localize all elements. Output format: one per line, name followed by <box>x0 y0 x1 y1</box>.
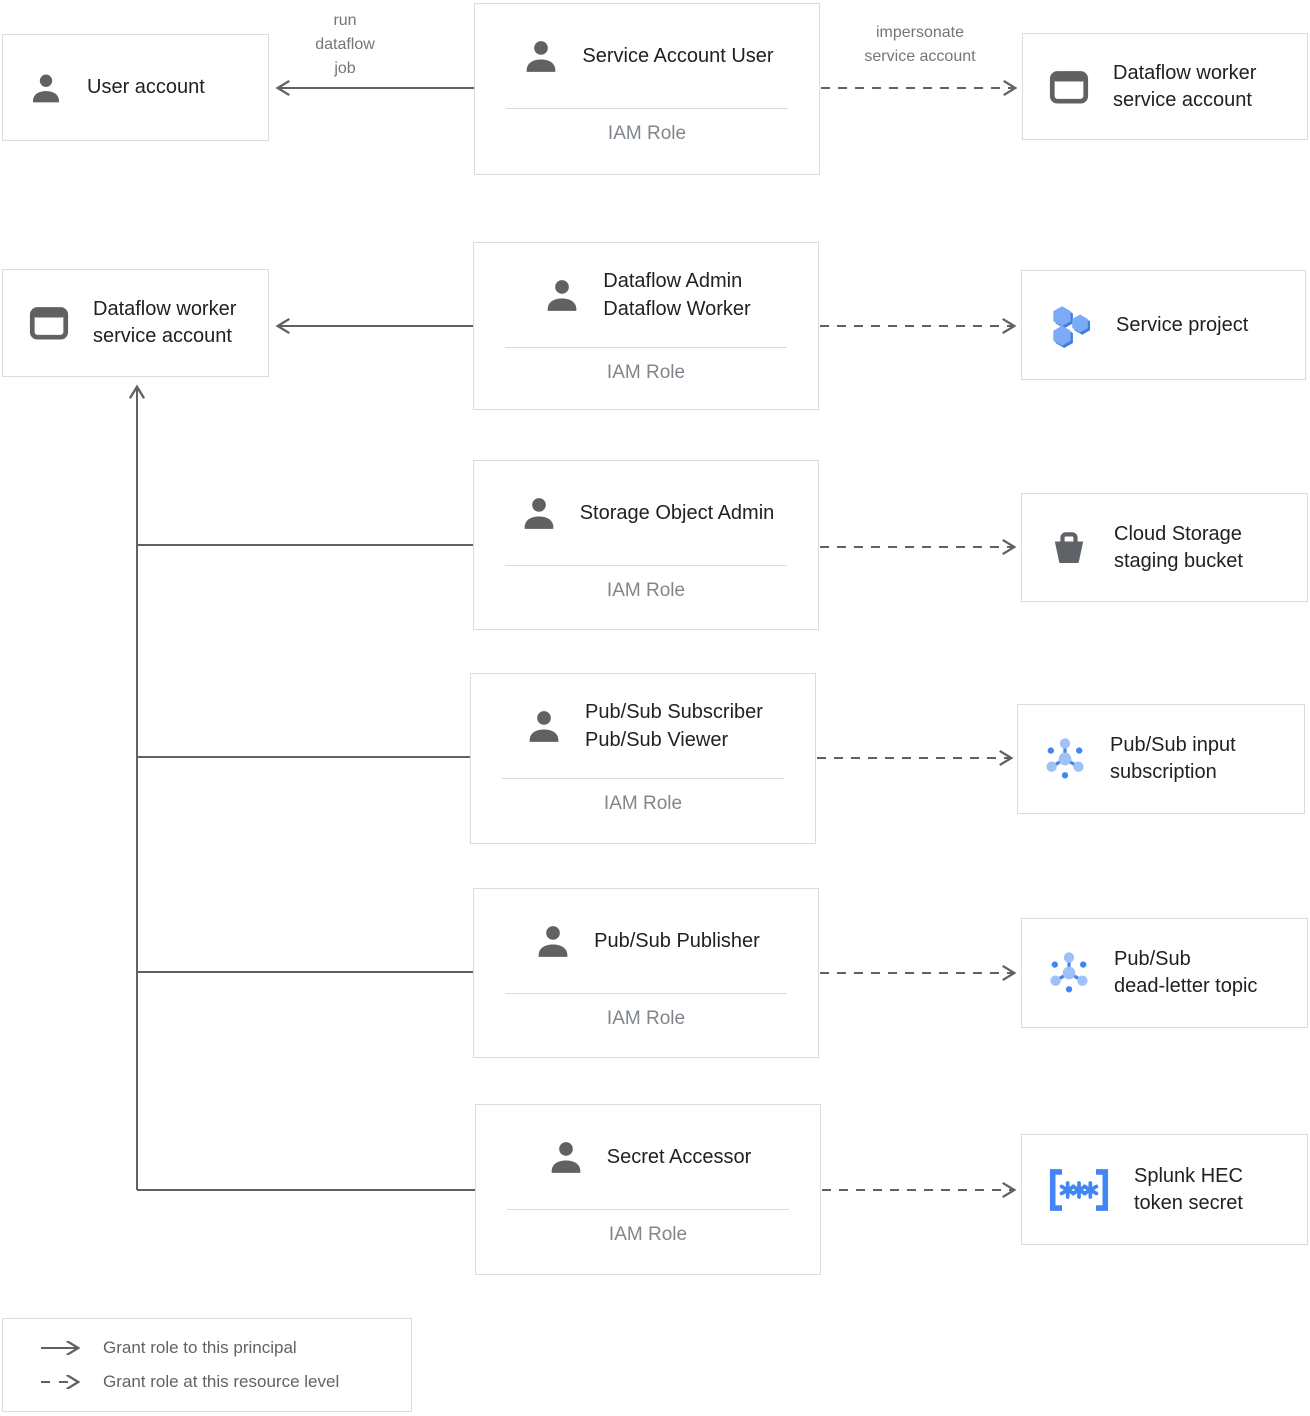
role-title: Service Account User <box>582 45 774 67</box>
person-icon <box>27 69 65 107</box>
role-title: Pub/Sub Subscriber Pub/Sub Viewer <box>585 701 763 751</box>
person-icon <box>532 920 574 962</box>
person-icon <box>541 274 583 316</box>
role-secret-accessor: Secret Accessor IAM Role <box>475 1104 821 1275</box>
node-title: Dataflow worker service account <box>1113 61 1257 111</box>
pubsub-icon <box>1046 950 1092 996</box>
storage-bucket-icon <box>1046 525 1092 571</box>
iam-role-label: IAM Role <box>606 362 686 383</box>
divider <box>507 1209 789 1210</box>
node-splunk-hec-token-secret: Splunk HEC token secret <box>1021 1134 1308 1245</box>
dashed-arrow-icon <box>41 1375 81 1389</box>
node-cloud-storage-staging-bucket: Cloud Storage staging bucket <box>1021 493 1308 602</box>
iam-role-label: IAM Role <box>607 123 687 144</box>
iam-role-label: IAM Role <box>608 1224 688 1245</box>
node-title: User account <box>87 76 205 98</box>
service-account-icon <box>27 303 71 343</box>
node-pubsub-dead-letter-topic: Pub/Sub dead-letter topic <box>1021 918 1308 1028</box>
person-icon <box>518 492 560 534</box>
role-title: Storage Object Admin <box>579 502 775 524</box>
divider <box>505 993 787 994</box>
node-title: Service project <box>1116 313 1249 336</box>
divider <box>505 347 787 348</box>
legend-solid-row: Grant role to this principal <box>39 1338 411 1358</box>
role-storage-object-admin: Storage Object Admin IAM Role <box>473 460 819 630</box>
legend: Grant role to this principal Grant role … <box>2 1318 412 1412</box>
legend-dashed-row: Grant role at this resource level <box>39 1372 411 1392</box>
divider <box>502 778 784 779</box>
node-dataflow-worker-service-account-right: Dataflow worker service account <box>1022 33 1308 140</box>
role-dataflow-admin-worker: Dataflow Admin Dataflow Worker IAM Role <box>473 242 819 410</box>
edge-label-impersonate: impersonate service account <box>864 24 976 65</box>
pubsub-icon <box>1042 736 1088 782</box>
node-title: Splunk HEC token secret <box>1134 1164 1243 1214</box>
role-title: Secret Accessor <box>606 1146 752 1168</box>
role-title: Dataflow Admin Dataflow Worker <box>603 270 751 320</box>
role-pubsub-publisher: Pub/Sub Publisher IAM Role <box>473 888 819 1058</box>
node-title: Dataflow worker service account <box>93 298 237 347</box>
node-title: Pub/Sub dead-letter topic <box>1114 948 1258 997</box>
iam-role-label: IAM Role <box>603 793 683 814</box>
legend-dashed-label: Grant role at this resource level <box>103 1372 340 1391</box>
person-icon <box>545 1136 587 1178</box>
node-service-project: Service project <box>1021 270 1306 380</box>
legend-solid-label: Grant role to this principal <box>103 1338 297 1357</box>
person-icon <box>520 35 562 77</box>
service-account-icon <box>1047 67 1091 107</box>
divider <box>506 108 788 109</box>
role-service-account-user: Service Account User IAM Role <box>474 3 820 175</box>
node-title: Pub/Sub input subscription <box>1110 734 1236 783</box>
person-icon <box>523 705 565 747</box>
iam-role-label: IAM Role <box>606 1008 686 1029</box>
node-pubsub-input-subscription: Pub/Sub input subscription <box>1017 704 1305 814</box>
solid-arrow-icon <box>41 1341 81 1355</box>
role-title: Pub/Sub Publisher <box>594 930 760 952</box>
divider <box>505 565 787 566</box>
node-dataflow-worker-service-account-left: Dataflow worker service account <box>2 269 269 377</box>
role-pubsub-subscriber-viewer: Pub/Sub Subscriber Pub/Sub Viewer IAM Ro… <box>470 673 816 844</box>
secret-icon <box>1046 1167 1112 1213</box>
project-icon <box>1046 301 1094 349</box>
iam-role-label: IAM Role <box>606 580 686 601</box>
edge-label-run-dataflow-job: run dataflow job <box>315 12 375 77</box>
node-user-account: User account <box>2 34 269 141</box>
node-title: Cloud Storage staging bucket <box>1114 522 1243 572</box>
